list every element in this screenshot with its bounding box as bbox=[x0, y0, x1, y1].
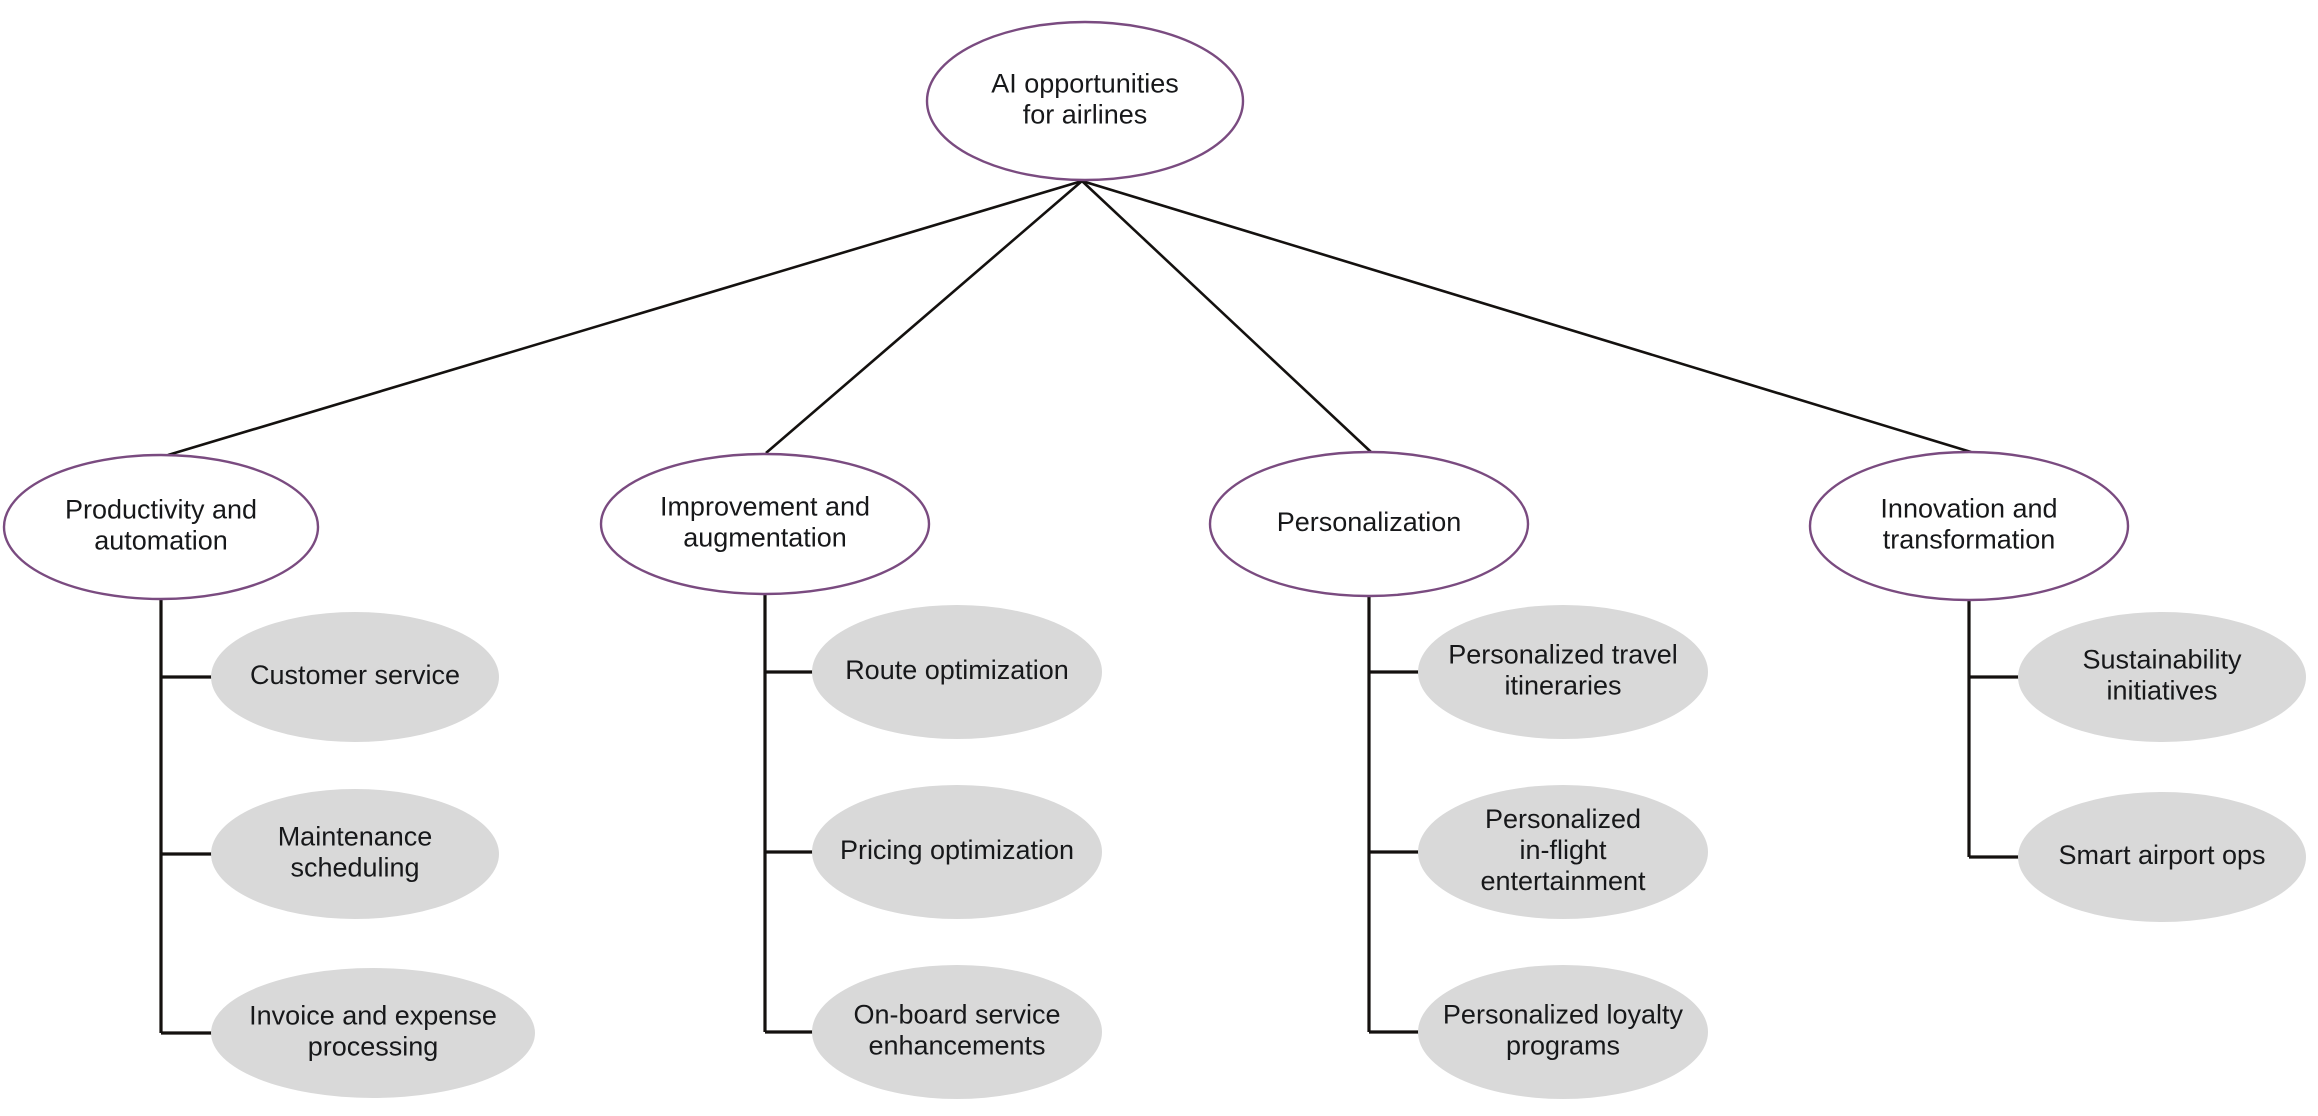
branch-personalization[interactable]: Personalization bbox=[1208, 450, 1530, 598]
leaf-maintenance-scheduling-shape bbox=[211, 789, 499, 919]
branch-innovation-and-transformation-shape bbox=[1808, 450, 2130, 602]
leaf-invoice-and-expense-processing-shape bbox=[211, 968, 535, 1098]
edge-root-to-personalization bbox=[1081, 180, 1372, 453]
edge-root-to-improvement bbox=[765, 180, 1083, 454]
leaf-pricing-optimization-shape bbox=[812, 785, 1102, 919]
leaf-smart-airport-ops-shape bbox=[2018, 792, 2306, 922]
leaf-pricing-optimization-label: Pricing optimization bbox=[840, 835, 1074, 865]
leaf-route-optimization-shape bbox=[812, 605, 1102, 739]
leaf-personalized-loyalty-programs-shape bbox=[1418, 965, 1708, 1099]
leaf-personalized-in-flight-entertainment-shape bbox=[1418, 785, 1708, 919]
branch-productivity-and-automation-shape bbox=[2, 453, 320, 601]
branch-personalization-shape bbox=[1208, 450, 1530, 598]
edge-root-to-innovation bbox=[1081, 179, 1972, 454]
leaf-sustainability-initiatives-shape bbox=[2018, 612, 2306, 742]
leaf-on-board-service-enhancements-shape bbox=[812, 965, 1102, 1099]
leaf-customer-service-label: Customer service bbox=[250, 660, 460, 690]
branch-improvement-and-augmentation-shape bbox=[599, 452, 931, 596]
leaf-pricing-optimization[interactable]: Pricing optimization bbox=[812, 785, 1102, 919]
leaf-smart-airport-ops-label: Smart airport ops bbox=[2058, 840, 2265, 870]
edge-root-to-productivity bbox=[167, 179, 1083, 457]
branch-personalization-label: Personalization bbox=[1277, 507, 1462, 537]
leaf-customer-service[interactable]: Customer service bbox=[211, 612, 499, 742]
leaf-smart-airport-ops[interactable]: Smart airport ops bbox=[2018, 792, 2306, 922]
branch-connectors-layer bbox=[159, 594, 2022, 1035]
leaf-personalized-travel-itineraries-shape bbox=[1418, 605, 1708, 739]
leaf-customer-service-shape bbox=[211, 612, 499, 742]
root-node-shape bbox=[925, 20, 1245, 182]
leaf-route-optimization[interactable]: Route optimization bbox=[812, 605, 1102, 739]
leaf-route-optimization-label: Route optimization bbox=[845, 655, 1069, 685]
root-edges-layer bbox=[167, 179, 1972, 457]
